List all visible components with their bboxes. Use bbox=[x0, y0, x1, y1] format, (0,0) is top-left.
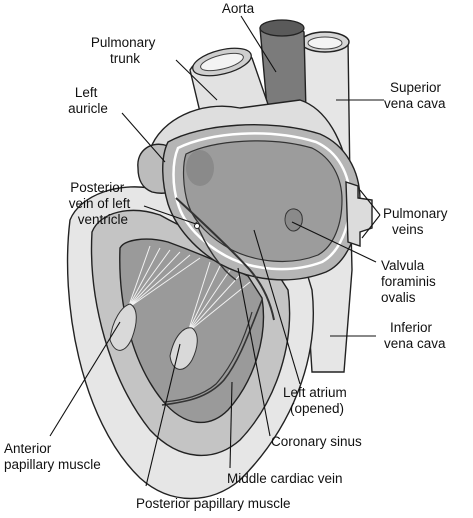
label-pulmonary-trunk: Pulmonary trunk bbox=[91, 35, 159, 66]
label-anterior-papillary: Anterior papillary muscle bbox=[4, 441, 101, 472]
label-posterior-papillary: Posterior papillary muscle bbox=[136, 496, 291, 511]
label-posterior-vein: Posterior vein of left ventricle bbox=[69, 180, 134, 227]
leader-pulmonary-veins-b bbox=[361, 214, 381, 239]
middle-cardiac-vein-vessel bbox=[161, 299, 263, 406]
coronary-sinus-vessel bbox=[175, 197, 275, 321]
anterior-papillary-shape bbox=[109, 303, 137, 351]
leader-aorta bbox=[240, 15, 277, 73]
label-pulmonary-veins: Pulmonary veins bbox=[383, 206, 451, 237]
labels: Aorta Pulmonary trunk Superior vena cava… bbox=[4, 1, 451, 511]
label-aorta: Aorta bbox=[222, 1, 255, 16]
label-superior-vena-cava: Superior vena cava bbox=[384, 80, 446, 111]
leader-posterior-papillary bbox=[145, 343, 181, 487]
label-inferior-vena-cava: Inferior vena cava bbox=[384, 320, 446, 351]
label-coronary-sinus: Coronary sinus bbox=[271, 434, 362, 449]
leader-left-auricle bbox=[121, 112, 166, 163]
leader-middle-cardiac-vein bbox=[229, 381, 233, 469]
left-atrium-rim bbox=[172, 132, 352, 271]
leader-left-atrium bbox=[253, 229, 301, 385]
label-middle-cardiac-vein: Middle cardiac vein bbox=[227, 471, 343, 486]
chordae-tendineae bbox=[127, 245, 251, 333]
leader-valvula bbox=[291, 221, 377, 263]
leader-anterior-papillary bbox=[49, 321, 121, 437]
pulmonary-veins-shape bbox=[345, 181, 373, 247]
leader-posterior-vein bbox=[143, 205, 197, 225]
valvula-shape bbox=[284, 208, 303, 232]
label-left-auricle: Left auricle bbox=[68, 85, 108, 116]
label-valvula: Valvula foraminis ovalis bbox=[381, 258, 440, 305]
left-atrium-interior bbox=[182, 140, 343, 263]
posterior-vein-vessel bbox=[195, 221, 237, 281]
label-left-atrium: Left atrium (opened) bbox=[283, 385, 351, 416]
leader-lines bbox=[49, 15, 384, 487]
leader-pulmonary-trunk bbox=[175, 59, 218, 101]
leader-coronary-sinus bbox=[237, 267, 271, 437]
leader-pulmonary-veins-a bbox=[359, 189, 381, 216]
